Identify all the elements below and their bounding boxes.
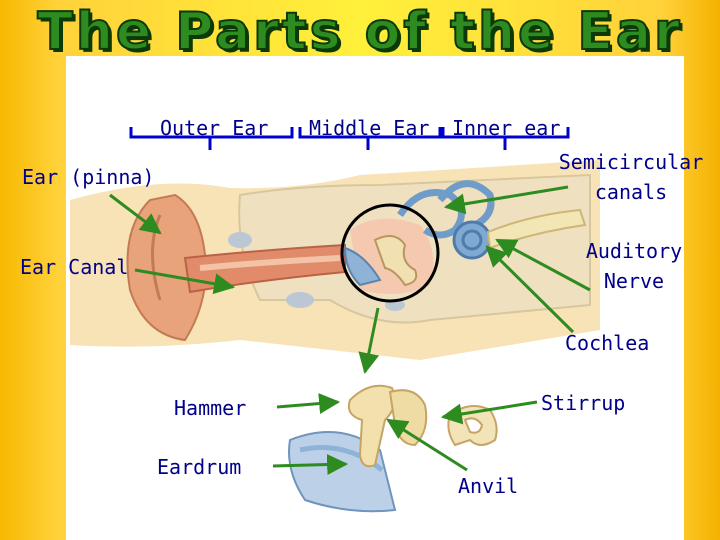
label-inner-ear: Inner ear	[452, 116, 561, 140]
arrow-semicircular	[443, 185, 569, 215]
bone-spot-1	[228, 232, 252, 248]
arrow-cochlea	[485, 245, 575, 334]
label-stirrup: Stirrup	[541, 391, 626, 415]
label-eardrum: Eardrum	[157, 455, 242, 479]
arrow-stirrup	[440, 400, 538, 425]
hammer-detail	[347, 384, 396, 468]
label-anvil: Anvil	[458, 474, 519, 498]
label-semicircular-canals: Semicircular canals	[556, 147, 706, 207]
arrow-eardrum	[272, 454, 349, 476]
label-auditory-line1: Auditory	[585, 239, 683, 263]
bone-spot-2	[286, 292, 314, 308]
eardrum-shape	[343, 246, 382, 287]
anvil-detail	[388, 389, 428, 447]
bracket-inner	[441, 127, 570, 150]
arrow-ear-canal	[134, 268, 236, 295]
label-semicircular-line1: Semicircular	[558, 150, 704, 174]
label-outer-ear: Outer Ear	[160, 116, 269, 140]
arrow-middle-ear	[358, 307, 380, 375]
label-hammer: Hammer	[174, 396, 247, 420]
label-ear-pinna: Ear (pinna)	[22, 165, 155, 189]
arrow-pinna	[109, 193, 162, 235]
slide-title: The Parts of the Ear	[36, 1, 683, 63]
ear-illustration	[70, 160, 600, 360]
middle-ear-highlight	[340, 203, 440, 303]
label-auditory-line2: Nerve	[603, 269, 665, 293]
ossicles	[373, 235, 418, 287]
bracket-outer	[129, 127, 294, 150]
arrow-anvil	[386, 418, 468, 472]
label-semicircular-line2: canals	[594, 180, 668, 204]
label-auditory-nerve: Auditory Nerve	[574, 236, 694, 296]
section-brackets	[129, 127, 570, 150]
label-middle-ear: Middle Ear	[309, 116, 430, 140]
label-ear-canal: Ear Canal	[20, 255, 129, 279]
arrow-auditory	[495, 238, 591, 292]
canal-inner	[199, 255, 341, 271]
label-cochlea: Cochlea	[565, 331, 650, 355]
bracket-middle	[298, 127, 442, 150]
cochlea-shape	[452, 220, 492, 260]
arrows	[109, 185, 591, 476]
arrow-hammer	[276, 393, 341, 415]
